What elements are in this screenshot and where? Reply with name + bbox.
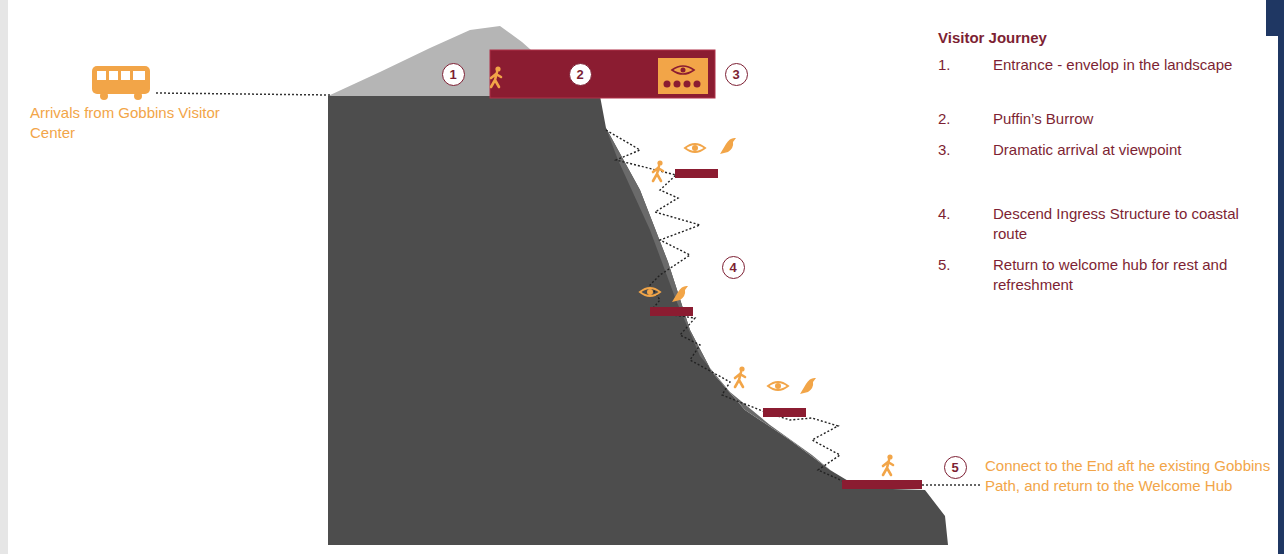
list-heading: Visitor Journey [938, 28, 1047, 48]
callout-number: 2 [569, 63, 592, 86]
list-item: Puffin’s Burrow [993, 109, 1245, 129]
callout-number: 5 [944, 456, 967, 479]
list-number: 2. [938, 109, 968, 129]
platform [763, 408, 806, 417]
platform [675, 169, 718, 178]
list-item: Dramatic arrival at viewpoint [993, 140, 1245, 160]
callout-text: 5 [951, 461, 958, 474]
dotted-path [156, 93, 330, 95]
arrival-note: Arrivals from Gobbins Visitor Center [30, 103, 225, 142]
callout-text: 4 [729, 261, 736, 274]
callout-number: 3 [725, 63, 748, 86]
list-number: 1. [938, 55, 968, 75]
stair-route [606, 130, 860, 485]
callout-text: 3 [732, 68, 739, 81]
dotted-path [922, 484, 982, 486]
list-number: 4. [938, 204, 968, 224]
list-number: 5. [938, 255, 968, 275]
puffins-burrow-structure [490, 50, 715, 98]
connection-note: Connect to the End aft he existing Gobbi… [985, 456, 1277, 495]
platform [842, 480, 922, 489]
list-number: 3. [938, 140, 968, 160]
bus-icon [92, 66, 150, 100]
list-item: Return to welcome hub for rest and refre… [993, 255, 1245, 294]
callout-number: 1 [442, 63, 465, 86]
callout-text: 1 [449, 68, 456, 81]
list-item: Entrance - envelop in the landscape [993, 55, 1245, 75]
callout-text: 2 [576, 68, 583, 81]
list-item: Descend Ingress Structure to coastal rou… [993, 204, 1245, 243]
callout-number: 4 [722, 256, 745, 279]
platform [650, 307, 693, 316]
viewpoint-icon [658, 58, 708, 94]
